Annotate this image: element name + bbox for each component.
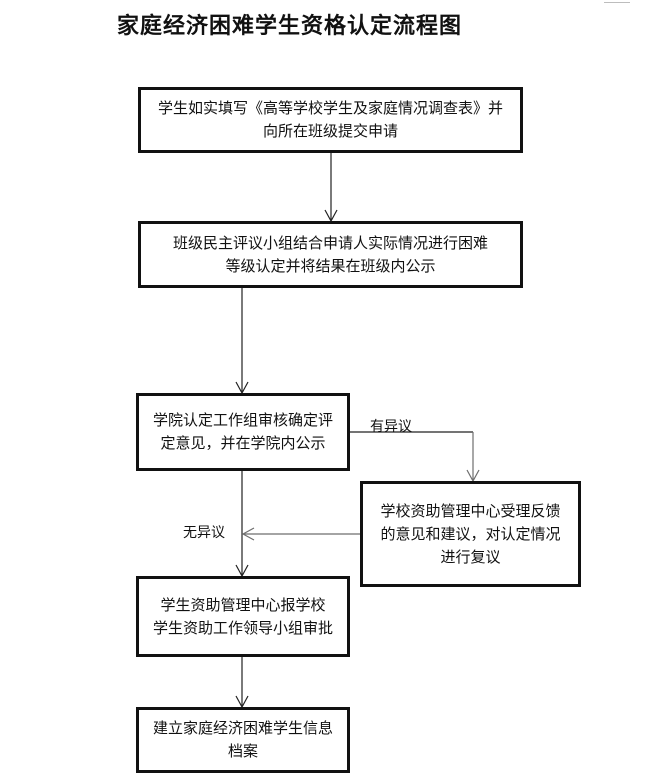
step-text-line: 定意见，并在学院内公示 <box>160 434 326 452</box>
step-text-line: 学校资助管理中心受理反馈 <box>380 501 561 520</box>
step-text-line: 学生如实填写《高等学校学生及家庭情况调查表》并 <box>157 99 503 117</box>
arrow-step3-to-step5 <box>235 471 249 578</box>
step-create-archive: 建立家庭经济困难学生信息 档案 <box>136 707 350 773</box>
step-text-line: 学院认定工作组审核确定评 <box>152 411 333 429</box>
step-class-evaluation: 班级民主评议小组结合申请人实际情况进行困难 等级认定并将结果在班级内公示 <box>138 221 523 288</box>
step-text-line: 班级民主评议小组结合申请人实际情况进行困难 <box>172 233 488 252</box>
step-text-line: 向所在班级提交申请 <box>262 122 398 140</box>
step-submit-application: 学生如实填写《高等学校学生及家庭情况调查表》并 向所在班级提交申请 <box>138 87 523 153</box>
arrow-step5-to-step6 <box>235 657 249 709</box>
arrow-step4-to-main <box>241 527 360 541</box>
corner-mark <box>604 2 630 3</box>
step-center-reexamine: 学校资助管理中心受理反馈 的意见和建议，对认定情况 进行复议 <box>360 481 581 587</box>
branch-label-has-objection: 有异议 <box>370 419 412 435</box>
arrow-objection-to-step4 <box>350 431 480 483</box>
branch-label-no-objection: 无异议 <box>183 525 225 541</box>
step-text-line: 建立家庭经济困难学生信息 <box>152 719 333 737</box>
step-text-line: 档案 <box>227 742 258 760</box>
arrow-step1-to-step2 <box>324 153 338 223</box>
step-text-line: 等级认定并将结果在班级内公示 <box>225 256 436 275</box>
step-text-line: 进行复议 <box>440 547 501 566</box>
step-text-line: 学生资助管理中心报学校 <box>160 595 326 614</box>
step-text-line: 学生资助工作领导小组审批 <box>152 618 333 637</box>
step-college-review: 学院认定工作组审核确定评 定意见，并在学院内公示 <box>136 393 350 471</box>
arrow-step2-to-step3 <box>235 288 249 395</box>
step-leadership-approval: 学生资助管理中心报学校 学生资助工作领导小组审批 <box>136 576 350 657</box>
step-text-line: 的意见和建议，对认定情况 <box>380 524 561 543</box>
page-title: 家庭经济困难学生资格认定流程图 <box>117 13 463 39</box>
